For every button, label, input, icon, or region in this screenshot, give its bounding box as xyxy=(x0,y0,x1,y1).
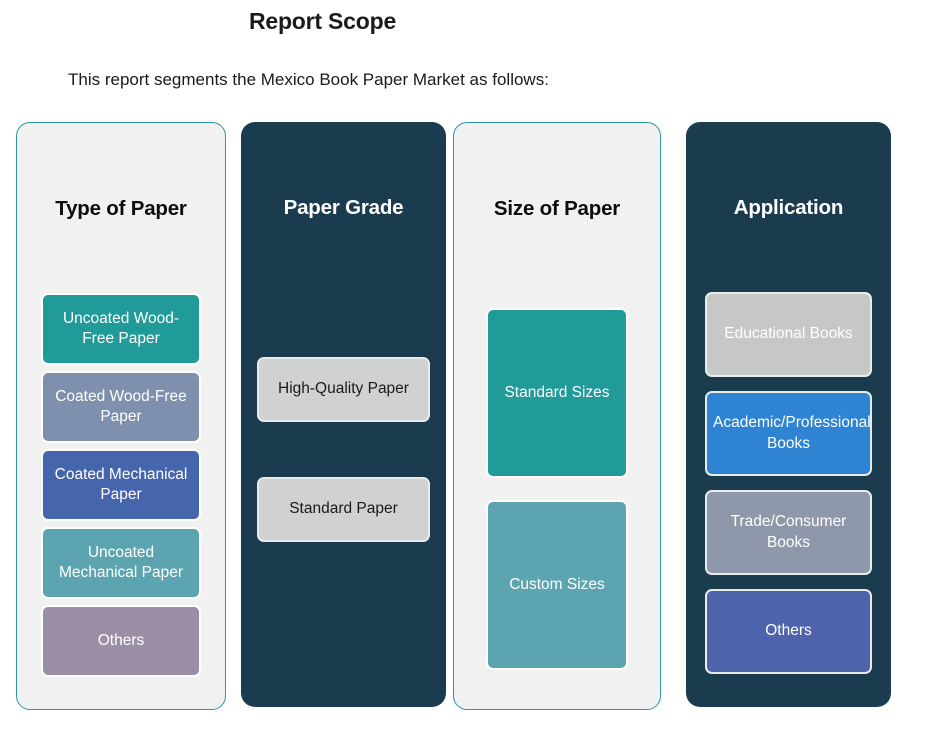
segment-chip-application-3[interactable]: Trade/Consumer Books xyxy=(705,490,872,575)
segment-chip-label: Others xyxy=(97,631,145,649)
segment-chip-label: Trade/Consumer Books xyxy=(730,513,847,551)
segment-chip-label: Standard Paper xyxy=(289,500,398,518)
column-header-size-of-paper: Size of Paper xyxy=(493,197,621,220)
segment-chip-size-of-paper-2[interactable]: Custom Sizes xyxy=(486,500,628,670)
segment-chip-type-of-paper-2[interactable]: Coated Wood-Free Paper xyxy=(41,371,201,443)
segment-chip-paper-grade-2[interactable]: Standard Paper xyxy=(257,477,430,542)
segment-chip-application-2[interactable]: Academic/Professional Books xyxy=(705,391,872,476)
segment-chip-type-of-paper-1[interactable]: Uncoated Wood-Free Paper xyxy=(41,293,201,365)
segment-chip-paper-grade-1[interactable]: High-Quality Paper xyxy=(257,357,430,422)
segment-chip-label: Coated Mechanical Paper xyxy=(54,465,188,503)
segment-chip-application-4[interactable]: Others xyxy=(705,589,872,674)
segment-chip-type-of-paper-5[interactable]: Others xyxy=(41,605,201,677)
segment-chip-label: Coated Wood-Free Paper xyxy=(55,387,187,425)
segment-chip-size-of-paper-1[interactable]: Standard Sizes xyxy=(486,308,628,478)
segment-chip-application-1[interactable]: Educational Books xyxy=(705,292,872,377)
segment-chip-label: Uncoated Mechanical Paper xyxy=(58,543,184,581)
segment-chip-label: Uncoated Wood-Free Paper xyxy=(62,309,180,347)
segment-chip-label: High-Quality Paper xyxy=(278,380,409,398)
segment-chip-label: Custom Sizes xyxy=(509,575,605,593)
column-header-application: Application xyxy=(733,196,844,219)
column-header-paper-grade: Paper Grade xyxy=(283,196,404,219)
segment-chip-type-of-paper-3[interactable]: Coated Mechanical Paper xyxy=(41,449,201,521)
segment-chip-label: Educational Books xyxy=(724,325,853,343)
segment-chip-label: Academic/Professional Books xyxy=(713,414,871,452)
page-title-text: Report Scope xyxy=(248,8,397,34)
column-header-type-of-paper: Type of Paper xyxy=(55,197,187,220)
page-subtitle: This report segments the Mexico Book Pap… xyxy=(68,70,549,89)
segment-chip-label: Standard Sizes xyxy=(504,383,610,401)
page-title: Report Scope xyxy=(0,8,925,35)
segment-chip-label: Others xyxy=(765,622,812,640)
segment-chip-type-of-paper-4[interactable]: Uncoated Mechanical Paper xyxy=(41,527,201,599)
